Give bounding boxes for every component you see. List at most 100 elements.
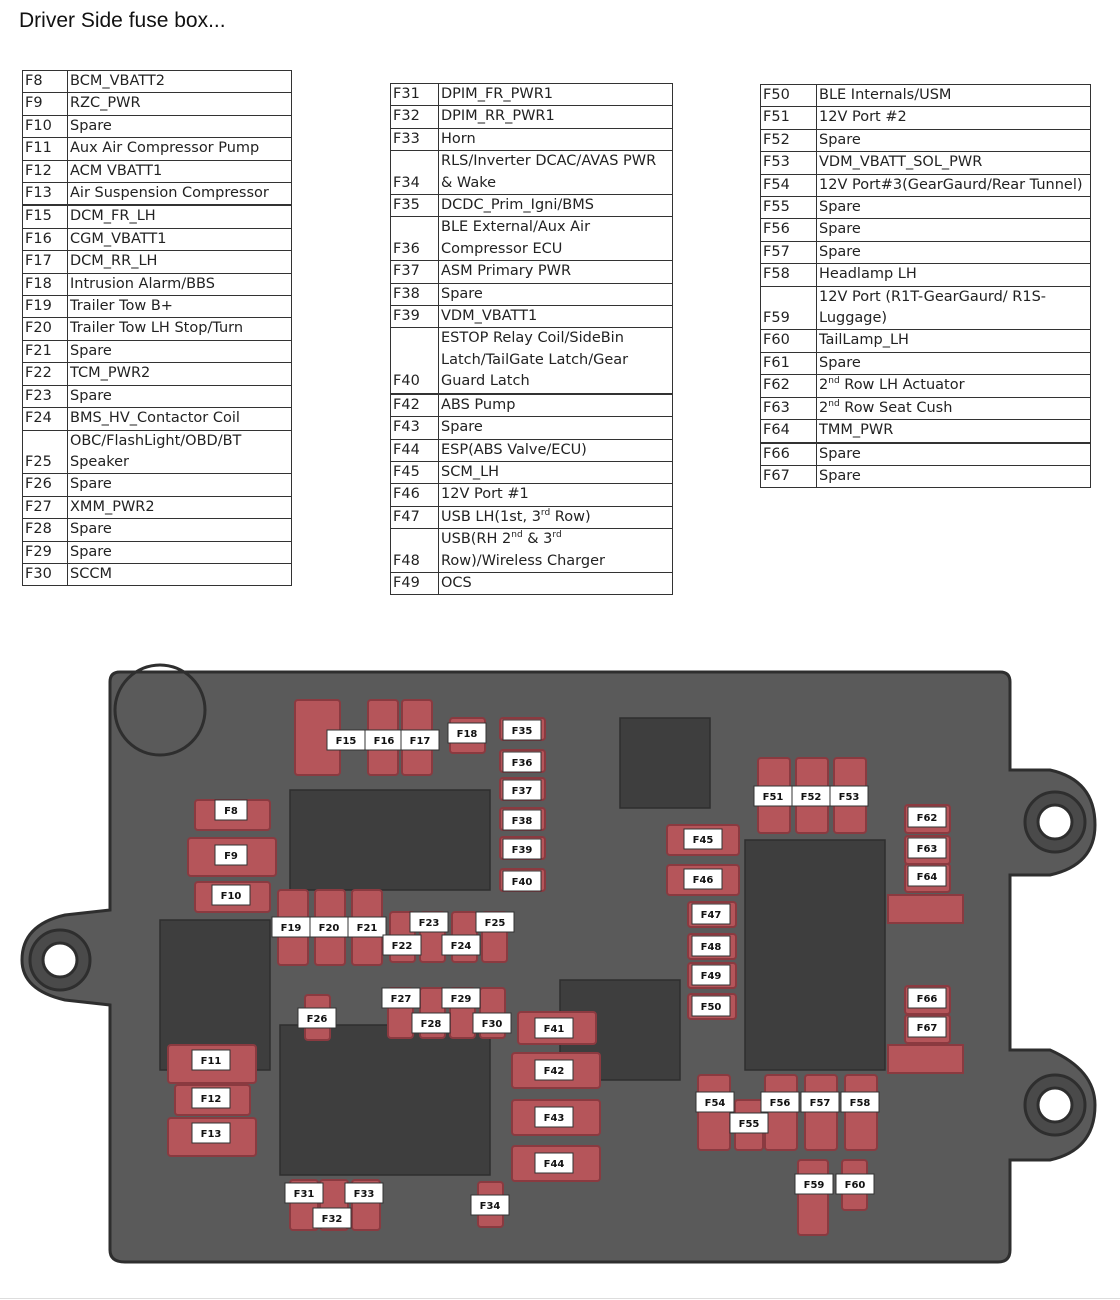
fuse-code: F55 [760, 196, 817, 220]
fuse-label: F13 [201, 1129, 222, 1140]
fuse-label-box [534, 1106, 574, 1128]
fuse-code: F10 [22, 114, 68, 139]
fuse-label-box [470, 1194, 510, 1216]
fuse-code: F38 [390, 282, 439, 307]
fuse-code: F37 [390, 260, 439, 284]
fuse-label: F38 [512, 816, 533, 827]
fuse-label: F21 [357, 923, 378, 934]
fuse-label-box [835, 1173, 875, 1195]
fuse-label: F23 [419, 918, 440, 929]
fuse-code: F56 [760, 218, 817, 242]
fuse-description: ACM VBATT1 [67, 159, 292, 184]
fuse-label: F45 [693, 835, 714, 846]
fuse-code: F21 [22, 339, 68, 364]
fuse-code: F60 [760, 329, 817, 353]
fuse-description: Spare [67, 473, 292, 497]
fuse-code: F53 [760, 151, 817, 175]
fuse-code: F67 [760, 464, 817, 489]
fuse-description: Spare [438, 416, 673, 440]
fuse-code: F25 [22, 429, 68, 475]
fuse-description: TMM_PWR [816, 419, 1091, 443]
fuse-label: F46 [693, 875, 714, 886]
fuse-code: F44 [390, 438, 439, 462]
fuse-label: F19 [281, 923, 302, 934]
fuse-code: F29 [22, 540, 68, 564]
fuse-description: Trailer Tow LH Stop/Turn [67, 317, 292, 341]
fuse-description: VDM_VBATT_SOL_PWR [816, 151, 1091, 175]
fuse-description: BCM_VBATT2 [67, 69, 292, 94]
fuse-code: F48 [390, 528, 439, 573]
fuse-code: F52 [760, 128, 817, 153]
fuse-code: F36 [390, 216, 439, 262]
fuse-code: F31 [390, 82, 439, 107]
fuse-description: 2nd Row Seat Cush [816, 396, 1091, 421]
fuse-label-box [907, 865, 947, 887]
fuse-code: F17 [22, 250, 68, 274]
fuse-label-box [502, 751, 542, 773]
fuse-code: F22 [22, 362, 68, 386]
fuse-label-box [729, 1112, 769, 1134]
fuse-code: F58 [760, 263, 817, 287]
fuse-code: F12 [22, 159, 68, 184]
fuse-description: Horn [438, 127, 673, 152]
fuse-description: DCDC_Prim_Igni/BMS [438, 194, 673, 218]
fuse-label-box [411, 1012, 451, 1034]
fuse-description: ABS Pump [438, 393, 673, 418]
fuse-label: F56 [770, 1098, 791, 1109]
fuse-description: Intrusion Alarm/BBS [67, 272, 292, 297]
housing-recess [619, 717, 711, 809]
fuse-label-box [907, 837, 947, 859]
fuse-label-box [191, 1087, 231, 1109]
fuse-description: Headlamp LH [816, 263, 1091, 287]
fuse-label: F39 [512, 845, 533, 856]
fuse-code: F16 [22, 227, 68, 252]
fuse-label: F26 [307, 1014, 328, 1025]
fuse-code: F34 [390, 150, 439, 196]
connector-ring [113, 663, 207, 757]
fuse-description: SCCM [67, 562, 292, 587]
fuse-description: BMS_HV_Contactor Coil [67, 407, 292, 431]
fuse-label: F18 [457, 729, 478, 740]
fuse-label-box [214, 844, 248, 866]
fuse-label-box [381, 987, 421, 1009]
fuse-label: F9 [224, 851, 238, 862]
fuse-description: DCM_RR_LH [67, 250, 292, 274]
fuse-code: F62 [760, 374, 817, 398]
fuse-code: F27 [22, 495, 68, 520]
fuse-label: F11 [201, 1056, 222, 1067]
fuse-label-box [695, 1091, 735, 1113]
fuse-code: F40 [390, 327, 439, 394]
fuse-label: F37 [512, 786, 533, 797]
mounting-hole [1036, 803, 1074, 841]
fuse-label-box [502, 779, 542, 801]
fuse-description: DPIM_RR_PWR1 [438, 105, 673, 129]
fuse-description: RZC_PWR [67, 92, 292, 116]
fuse-description: Spare [816, 196, 1091, 220]
fuse-description: Trailer Tow B+ [67, 295, 292, 319]
fuse-code: F49 [390, 571, 439, 596]
